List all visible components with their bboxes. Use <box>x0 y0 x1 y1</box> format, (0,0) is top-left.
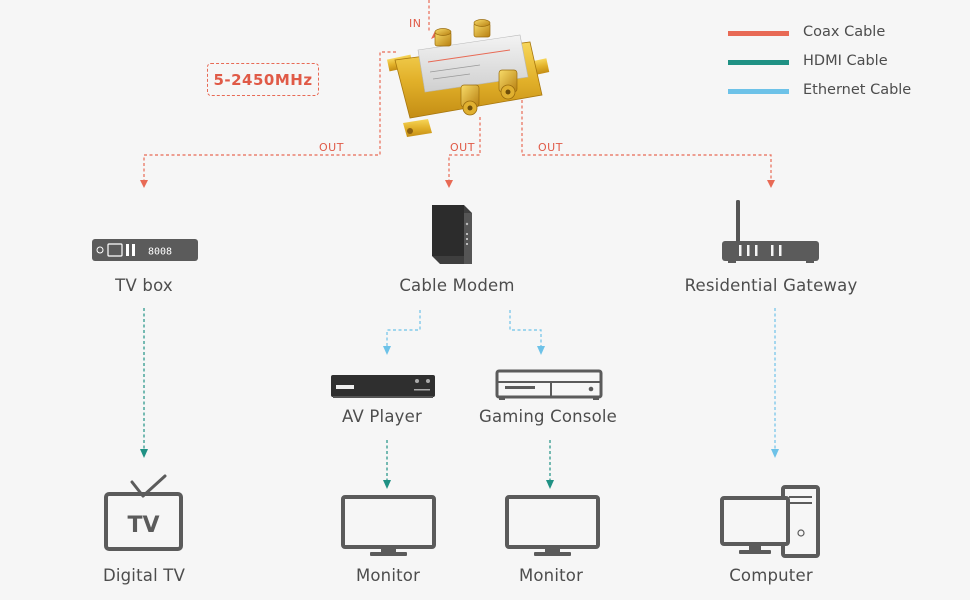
label-residential-gateway: Residential Gateway <box>684 276 858 295</box>
cable-modem-icon <box>432 205 472 264</box>
legend-hdmi: HDMI Cable <box>803 53 888 69</box>
coax-arrowheads <box>140 31 775 188</box>
legend-coax: Coax Cable <box>803 24 886 40</box>
label-computer: Computer <box>729 566 813 585</box>
output-label-1: OUT <box>319 141 344 154</box>
label-monitor-2: Monitor <box>518 566 584 585</box>
tv-screen-text: TV <box>127 513 159 538</box>
frequency-badge: 5-2450MHz <box>207 63 319 96</box>
ethernet-lines <box>386 308 776 450</box>
label-av-player: AV Player <box>342 407 422 426</box>
legend-swatches <box>728 31 789 94</box>
monitor-icon <box>505 495 600 556</box>
coax-lines <box>143 0 772 182</box>
game-console-icon <box>495 369 603 400</box>
tv-box-icon: 8008 <box>92 239 198 261</box>
output-label-2: OUT <box>450 141 475 154</box>
label-digital-tv: Digital TV <box>102 566 186 585</box>
legend-ethernet: Ethernet Cable <box>803 82 912 98</box>
computer-icon <box>720 485 820 558</box>
splitter-icon <box>387 19 550 137</box>
label-cable-modem: Cable Modem <box>399 276 515 295</box>
monitor-icon <box>341 495 436 556</box>
hdmi-lines <box>143 308 551 482</box>
ethernet-arrowheads <box>383 346 779 458</box>
output-label-3: OUT <box>538 141 563 154</box>
label-tv-box: TV box <box>115 276 173 295</box>
label-gaming-console: Gaming Console <box>478 407 618 426</box>
router-icon <box>722 200 819 263</box>
input-label: IN <box>409 17 422 30</box>
tv-icon: TV <box>104 474 183 551</box>
tv-box-display: 8008 <box>148 247 172 258</box>
hdmi-arrowheads <box>140 449 554 489</box>
label-monitor-1: Monitor <box>355 566 421 585</box>
av-player-icon <box>331 375 435 398</box>
